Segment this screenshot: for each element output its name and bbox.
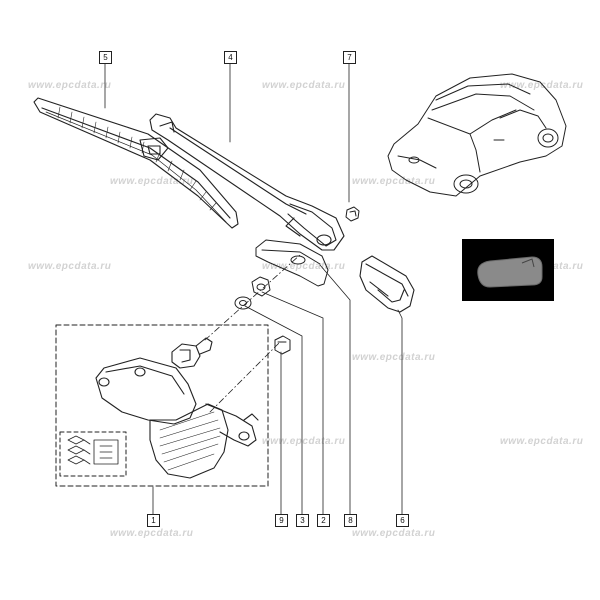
callout-6: 6 xyxy=(396,514,409,527)
watermark: www.epcdata.ru xyxy=(28,80,112,91)
watermark: www.epcdata.ru xyxy=(262,261,346,272)
watermark: www.epcdata.ru xyxy=(352,352,436,363)
cover-cap-photo-icon xyxy=(477,256,543,288)
wiper-blade xyxy=(33,97,239,229)
callout-8: 8 xyxy=(344,514,357,527)
callout-1: 1 xyxy=(147,514,160,527)
assembly-axes xyxy=(204,254,301,413)
watermark: www.epcdata.ru xyxy=(500,80,584,91)
callout-3: 3 xyxy=(296,514,309,527)
seal-gasket xyxy=(255,239,329,287)
small-nut xyxy=(345,206,360,222)
callout-5: 5 xyxy=(99,51,112,64)
connector-kit xyxy=(67,435,119,465)
callout-2: 2 xyxy=(317,514,330,527)
watermark: www.epcdata.ru xyxy=(110,528,194,539)
car-illustration xyxy=(387,73,567,197)
watermark: www.epcdata.ru xyxy=(262,436,346,447)
arm-cover-cap xyxy=(359,255,415,313)
watermark: www.epcdata.ru xyxy=(352,176,436,187)
wiper-arm xyxy=(149,113,345,251)
callout-9: 9 xyxy=(275,514,288,527)
hex-nut xyxy=(251,276,271,297)
watermark: www.epcdata.ru xyxy=(500,436,584,447)
cap-nut xyxy=(274,335,291,355)
watermark: www.epcdata.ru xyxy=(28,261,112,272)
wiper-motor xyxy=(95,337,259,479)
callout-4: 4 xyxy=(224,51,237,64)
motor-assembly-boundary xyxy=(55,324,269,487)
cover-cap-photo xyxy=(462,239,554,301)
leader-lines xyxy=(104,61,403,515)
washer xyxy=(234,296,252,310)
watermark: www.epcdata.ru xyxy=(262,80,346,91)
callout-7: 7 xyxy=(343,51,356,64)
watermark: www.epcdata.ru xyxy=(352,528,436,539)
connector-kit-boundary xyxy=(59,431,127,477)
watermark: www.epcdata.ru xyxy=(110,176,194,187)
